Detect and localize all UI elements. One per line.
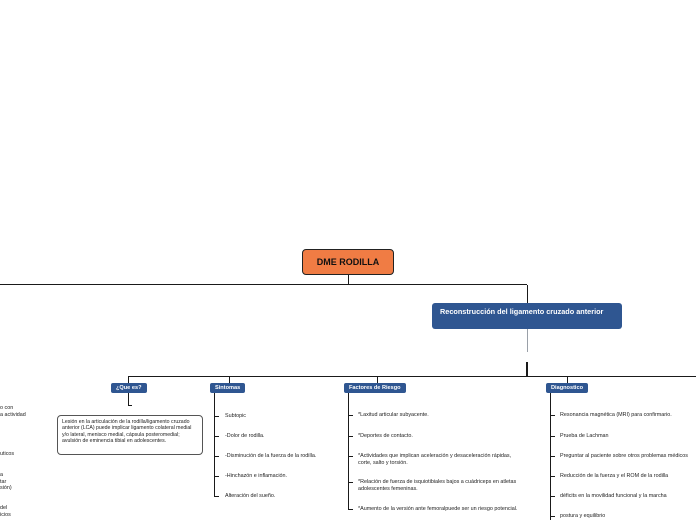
category-que-es[interactable]: ¿Que es? xyxy=(111,383,147,393)
diagnostico-tick-2 xyxy=(550,456,555,457)
category-sintomas[interactable]: Sintomas xyxy=(210,383,246,393)
factores-item[interactable]: *Actividades que implican aceleración y … xyxy=(358,453,512,466)
connector-subtopic-down xyxy=(527,329,528,352)
subtopic-node[interactable]: Reconstrucción del ligamento cruzado ant… xyxy=(432,303,622,329)
category-factores-label: Factores de Riesgo xyxy=(349,385,401,391)
diagnostico-item[interactable]: postura y equilibrio xyxy=(560,513,606,519)
connector-to-subtopic xyxy=(527,285,528,303)
connector-cat-sintomas xyxy=(229,376,230,383)
sintomas-tick-4 xyxy=(214,496,219,497)
connector-subtopic-thick xyxy=(526,362,528,376)
connector-categories-horizontal xyxy=(128,376,696,377)
factores-item[interactable]: *Deportes de contacto. xyxy=(358,433,413,439)
left-fragment: uticos xyxy=(0,451,15,457)
connector-que-es-desc xyxy=(128,393,129,405)
factores-item[interactable]: *Laxitud articular subyacente. xyxy=(358,412,429,418)
factores-tick-3 xyxy=(348,482,353,483)
connector-cat-diagnostico xyxy=(567,376,568,383)
connector-que-es-desc-h xyxy=(128,405,132,406)
category-diagnostico-label: Diagnostico xyxy=(551,385,584,391)
factores-item[interactable]: *Aumento de la versión ante femoralpuede… xyxy=(358,506,518,512)
diagnostico-item[interactable]: Resonancia magnética (MRI) para confirma… xyxy=(560,412,672,418)
root-label: DME RODILLA xyxy=(316,257,380,267)
factores-tick-0 xyxy=(348,415,353,416)
left-fragment: del icios xyxy=(0,505,11,518)
sintomas-item[interactable]: -Hinchazón e inflamación. xyxy=(225,473,288,479)
sintomas-item[interactable]: Alteración del sueño. xyxy=(225,493,276,499)
factores-tick-2 xyxy=(348,456,353,457)
diagnostico-item[interactable]: Prueba de Lachman xyxy=(560,433,609,439)
category-diagnostico[interactable]: Diagnostico xyxy=(546,383,589,393)
sintomas-item[interactable]: -Disminución de la fuerza de la rodilla. xyxy=(225,453,317,459)
connector-root-horizontal xyxy=(0,284,527,285)
diagnostico-item[interactable]: déficits en la movilidad funcional y la … xyxy=(560,493,667,499)
factores-tick-1 xyxy=(348,436,353,437)
diagnostico-item[interactable]: Reducción de la fuerza y el ROM de la ro… xyxy=(560,473,669,479)
sintomas-tick-0 xyxy=(214,416,219,417)
sintomas-tick-3 xyxy=(214,476,219,477)
root-node[interactable]: DME RODILLA xyxy=(302,249,394,275)
factores-tick-4 xyxy=(348,509,353,510)
sintomas-item[interactable]: -Dolor de rodilla. xyxy=(225,433,265,439)
que-es-description[interactable]: Lesión en la articulación de la rodilla/… xyxy=(57,415,203,455)
left-fragment: o con a actividad xyxy=(0,405,26,418)
connector-root-down xyxy=(348,275,349,285)
factores-item[interactable]: *Relación de fuerza de isquiotibiales ba… xyxy=(358,479,517,492)
factores-spine xyxy=(348,393,349,510)
diagnostico-tick-0 xyxy=(550,415,555,416)
connector-cat-que xyxy=(128,376,129,383)
diagnostico-tick-4 xyxy=(550,496,555,497)
diagnostico-tick-1 xyxy=(550,436,555,437)
connector-curve xyxy=(520,284,527,285)
category-que-es-label: ¿Que es? xyxy=(116,385,142,391)
category-factores[interactable]: Factores de Riesgo xyxy=(344,383,406,393)
diagnostico-tick-3 xyxy=(550,476,555,477)
left-fragment: a tar sión) xyxy=(0,472,12,492)
diagnostico-tick-5 xyxy=(550,516,555,517)
sintomas-tick-2 xyxy=(214,456,219,457)
diagnostico-item[interactable]: Preguntar al paciente sobre otros proble… xyxy=(560,453,688,459)
connector-cat-factores xyxy=(377,376,378,383)
sintomas-item[interactable]: Subtopic xyxy=(225,413,246,419)
que-es-description-text: Lesión en la articulación de la rodilla/… xyxy=(62,419,192,445)
subtopic-label: Reconstrucción del ligamento cruzado ant… xyxy=(440,307,604,316)
sintomas-spine xyxy=(214,393,215,496)
category-sintomas-label: Sintomas xyxy=(215,385,241,391)
sintomas-tick-1 xyxy=(214,436,219,437)
